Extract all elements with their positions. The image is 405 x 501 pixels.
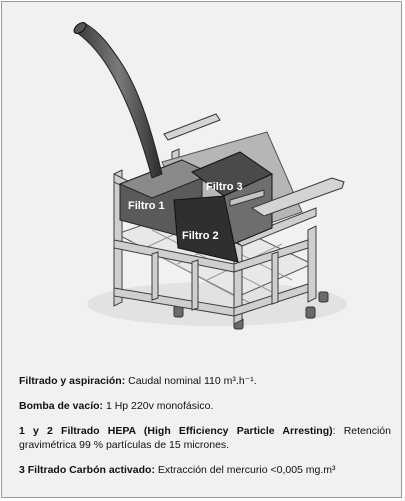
filtration-unit-illustration: Filtro 3 Filtro 1 Filtro 2	[2, 2, 401, 347]
right-handle	[250, 177, 345, 217]
caption-term: Bomba de vacío:	[19, 400, 104, 412]
filter-2-label: Filtro 2	[182, 230, 219, 242]
hose-nozzle	[73, 22, 87, 34]
caption-filtering: Filtrado y aspiración: Caudal nominal 11…	[19, 375, 391, 389]
caption-text: 1 Hp 220v monofásico.	[103, 400, 214, 412]
filter-3-label: Filtro 3	[206, 181, 243, 193]
caption-hepa: 1 y 2 Filtrado HEPA (High Efficiency Par…	[19, 425, 391, 452]
caption-text: : Retención gravimétrica 99 % partículas…	[19, 425, 391, 451]
caption-term: 3 Filtrado Carbón activado:	[19, 464, 155, 476]
caption-term: Filtrado y aspiración:	[19, 375, 126, 387]
caption-carbon: 3 Filtrado Carbón activado: Extracción d…	[19, 464, 391, 478]
cart-drawing: Filtro 3 Filtro 1 Filtro 2	[73, 22, 347, 330]
filter-1-label: Filtro 1	[128, 200, 165, 212]
filter-2-box	[173, 195, 239, 263]
caption-vacuum-pump: Bomba de vacío: 1 Hp 220v monofásico.	[19, 400, 391, 414]
suction-hose	[75, 23, 163, 179]
left-handle	[163, 113, 221, 141]
caption-term: 1 y 2 Filtrado HEPA (High Efficiency Par…	[19, 425, 333, 437]
caption-text: Extracción del mercurio <0,005 mg.m³	[154, 464, 336, 476]
caption-text: Caudal nominal 110 m³.h⁻¹.	[125, 375, 257, 387]
